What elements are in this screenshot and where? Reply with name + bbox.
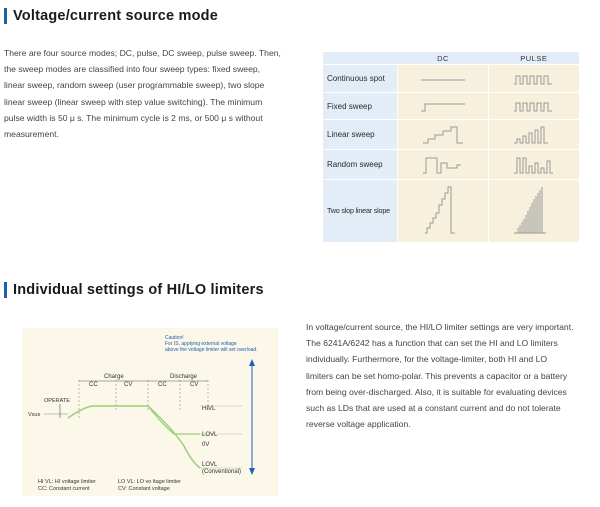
table-corner	[323, 52, 398, 65]
paragraph-line: such as LDs that are used at a constant …	[306, 403, 561, 414]
operate-label: OPERATE	[44, 398, 70, 404]
paragraph-line: In voltage/current source, the HI/LO lim…	[306, 322, 574, 332]
pulse-waveform-continuous-spot	[488, 64, 579, 93]
vsus-label: Vsus	[28, 412, 40, 418]
limiter-diagram-svg: Caution! For IS, applying external volta…	[28, 335, 258, 492]
dc-waveform-fixed-sweep	[396, 92, 489, 120]
lovl-conventional-label: LOVL	[202, 462, 218, 468]
paragraph-line: limiters can be set homo-polar. This pre…	[306, 370, 568, 381]
legend-line: LO VL: LO vo ltage limiter	[118, 479, 181, 485]
arrow-up-icon	[249, 359, 255, 366]
row-label: Random sweep	[323, 149, 398, 180]
arrow-down-icon	[249, 468, 255, 475]
table-row: Continuous spot	[323, 64, 579, 93]
row-label: Linear sweep	[323, 119, 398, 150]
cc-label: CC	[158, 382, 167, 388]
column-header-pulse: PULSE	[488, 52, 579, 65]
table-row: Two slop linear slope	[323, 179, 579, 242]
row-label: Continuous spot	[323, 64, 398, 93]
pulse-waveform-random-sweep	[488, 149, 579, 180]
row-label: Fixed sweep	[323, 92, 398, 120]
paragraph-line: There are four source modes; DC, pulse, …	[4, 48, 281, 58]
paragraph-line: from being over-discharged. Also, it is …	[306, 386, 567, 397]
dc-waveform-continuous-spot	[396, 64, 489, 93]
section-title: Individual settings of HI/LO limiters	[13, 282, 264, 298]
table-row: Linear sweep	[323, 119, 579, 150]
lovl-label: LOVL	[202, 432, 218, 438]
cv-label: CV	[124, 382, 132, 388]
ov-label: 0V	[202, 442, 209, 448]
caution-line: For IS, applying external voltage	[165, 341, 237, 347]
legend-line: HI VL: HI voltage limiter	[38, 479, 96, 485]
paragraph-line: pulse width is 50 μ s. The minimum cycle…	[4, 112, 263, 123]
limiters-paragraph: In voltage/current source, the HI/LO lim…	[306, 319, 598, 432]
column-header-dc: DC	[397, 52, 489, 65]
paragraph-line: The 6241A/6242 has a function that can s…	[306, 338, 558, 349]
dc-waveform-linear-sweep	[396, 119, 489, 150]
section-heading-source-mode: Voltage/current source mode	[4, 8, 218, 24]
source-mode-table: DC PULSE Continuous spot Fixed sweep Lin…	[323, 52, 579, 242]
legend-line: CV: Constant voltage	[118, 486, 170, 492]
table-header-row: DC PULSE	[323, 52, 579, 65]
limiter-diagram: Caution! For IS, applying external volta…	[22, 328, 278, 496]
source-mode-paragraph: There are four source modes; DC, pulse, …	[4, 45, 309, 142]
dc-waveform-random-sweep	[396, 149, 489, 180]
hivl-label: HIVL	[202, 406, 216, 412]
paragraph-line: the sweep modes are classified into four…	[4, 64, 261, 75]
cc-label: CC	[89, 382, 98, 388]
discharge-label: Discharge	[170, 374, 198, 380]
pulse-waveform-two-slope-sweep	[488, 179, 579, 242]
heading-accent-bar	[4, 8, 7, 24]
phase-dividers	[78, 380, 209, 420]
section-heading-limiters: Individual settings of HI/LO limiters	[4, 282, 264, 298]
table-row: Fixed sweep	[323, 92, 579, 120]
charge-label: Charge	[104, 374, 124, 380]
paragraph-line: linear sweep (linear sweep with step val…	[4, 96, 263, 107]
voltage-curve	[67, 405, 201, 469]
pulse-waveform-fixed-sweep	[488, 92, 579, 120]
pulse-waveform-linear-sweep	[488, 119, 579, 150]
section-title: Voltage/current source mode	[13, 8, 218, 24]
legend-line: CC: Constant current	[38, 486, 90, 492]
paragraph-line: reverse voltage application.	[306, 419, 411, 430]
paragraph-line: linear sweep, random sweep (user program…	[4, 80, 265, 91]
row-label: Two slop linear slope	[323, 179, 398, 242]
table-row: Random sweep	[323, 149, 579, 180]
dc-waveform-two-slope-sweep	[396, 179, 489, 242]
caution-line: above the voltage limiter will set overl…	[165, 347, 258, 353]
caution-line: Caution!	[165, 335, 184, 341]
paragraph-line: measurement.	[4, 129, 59, 140]
lovl-curve	[147, 405, 200, 435]
paragraph-line: individually. Furthermore, for the volta…	[306, 354, 548, 365]
conventional-label: (Conventional)	[202, 469, 241, 475]
heading-accent-bar	[4, 282, 7, 298]
cv-label: CV	[190, 382, 198, 388]
